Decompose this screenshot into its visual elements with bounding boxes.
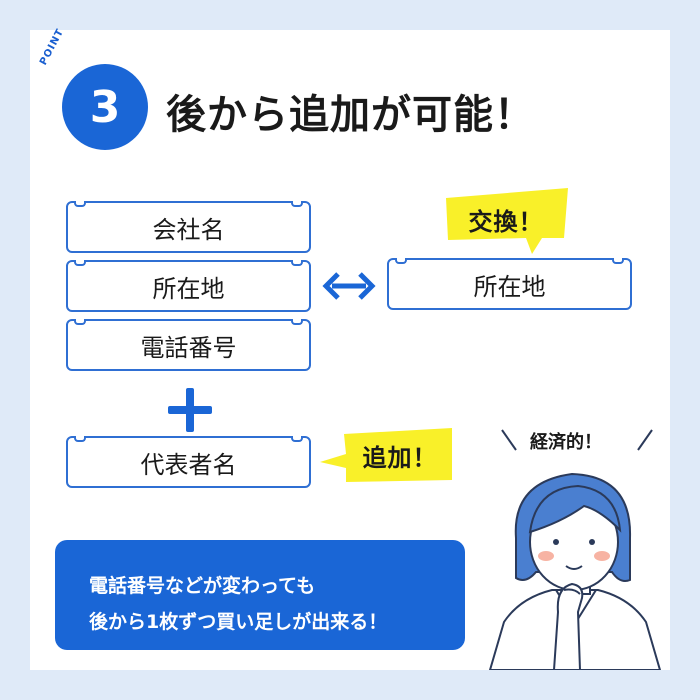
field-notch <box>74 436 86 442</box>
field-label: 代表者名 <box>140 450 237 479</box>
field-notch <box>291 436 303 442</box>
field-label: 所在地 <box>473 272 546 301</box>
field-notch <box>291 201 303 207</box>
point-number-badge: 3 <box>62 64 148 150</box>
page-title: 後から追加が可能！ <box>166 92 535 138</box>
field-phone-number: 電話番号 <box>66 319 311 371</box>
info-line-1: 電話番号などが変わっても <box>89 575 316 597</box>
field-replacement-address: 所在地 <box>387 258 632 310</box>
swap-arrow-icon <box>322 272 376 300</box>
field-label: 電話番号 <box>140 333 237 362</box>
remark-text: 経済的！ <box>530 432 602 453</box>
field-notch <box>291 319 303 325</box>
field-address: 所在地 <box>66 260 311 312</box>
emphasis-lines-icon <box>501 429 653 451</box>
exchange-bubble-shape <box>446 188 568 254</box>
thinking-person-illustration <box>488 472 662 670</box>
info-box: 電話番号などが変わっても 後から1枚ずつ買い足しが出来る！ <box>55 540 465 650</box>
plus-icon <box>168 388 212 432</box>
add-bubble: 追加！ <box>362 443 438 472</box>
field-notch <box>74 260 86 266</box>
field-notch <box>612 258 624 264</box>
field-notch <box>395 258 407 264</box>
add-bubble-shape <box>320 428 452 482</box>
field-notch <box>74 319 86 325</box>
field-label: 会社名 <box>152 215 225 244</box>
exchange-bubble: 交換！ <box>468 207 544 236</box>
field-notch <box>74 201 86 207</box>
field-company-name: 会社名 <box>66 201 311 253</box>
field-representative-name: 代表者名 <box>66 436 311 488</box>
field-label: 所在地 <box>152 274 225 303</box>
info-line-2: 後から1枚ずつ買い足しが出来る！ <box>89 611 388 633</box>
point-number: 3 <box>89 81 121 133</box>
field-notch <box>291 260 303 266</box>
